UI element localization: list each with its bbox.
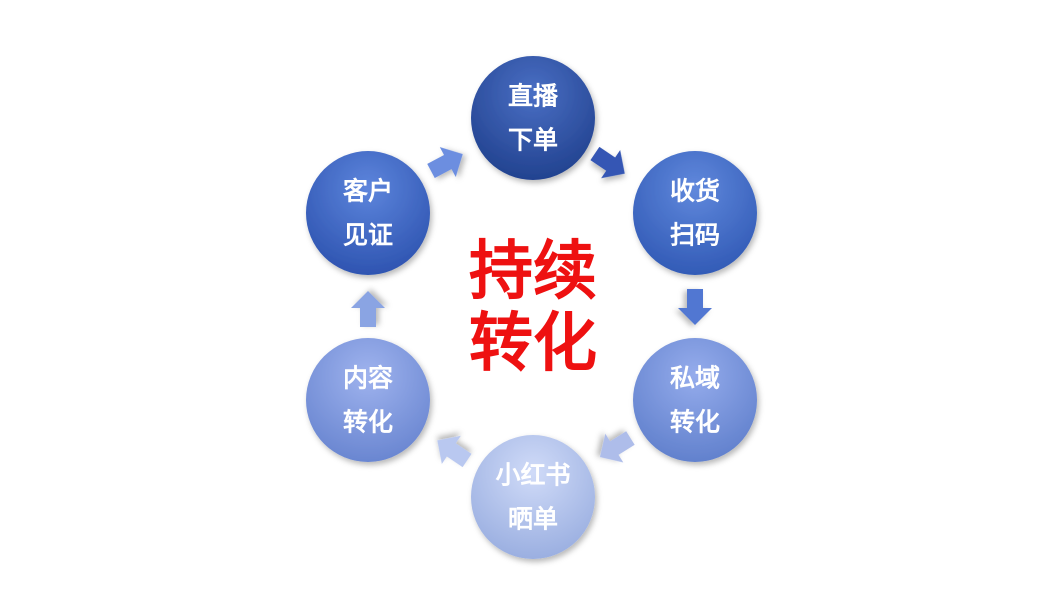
node-label-receive-scan-line-1: 收货 <box>670 177 720 206</box>
node-label-content-line-2: 转化 <box>343 408 393 437</box>
node-circle-xiaohongshu <box>471 435 595 559</box>
node-label-live-order-line-2: 下单 <box>508 126 558 155</box>
node-circle-private-domain <box>633 338 757 462</box>
arrow-content-to-testimonial <box>351 291 385 327</box>
node-label-content-line-1: 内容 <box>343 364 393 393</box>
arrow-receive-to-private <box>678 289 712 325</box>
arrow-xhs-to-content <box>437 435 472 468</box>
node-label-xiaohongshu-line-2: 晒单 <box>508 505 558 534</box>
node-label-receive-scan-line-2: 扫码 <box>670 221 720 250</box>
node-circle-live-order <box>471 56 595 180</box>
center-label-line-2: 转化 <box>469 307 597 381</box>
node-circle-receive-scan <box>633 151 757 275</box>
arrows-layer <box>351 146 712 468</box>
node-label-private-domain-line-1: 私域 <box>670 364 720 393</box>
arrow-private-to-xhs <box>599 431 635 463</box>
center-label: 持续 转化 <box>469 235 597 381</box>
node-label-xiaohongshu-line-1: 小红书 <box>495 461 570 490</box>
node-circle-content <box>306 338 430 462</box>
node-label-private-domain-line-2: 转化 <box>670 408 720 437</box>
node-circle-testimonial <box>306 151 430 275</box>
center-label-line-1: 持续 <box>469 235 597 309</box>
node-label-live-order-line-1: 直播 <box>508 82 559 111</box>
arrow-testimonial-to-live <box>427 147 463 179</box>
node-label-testimonial-line-2: 见证 <box>343 221 393 250</box>
arrow-live-to-receive <box>590 146 625 179</box>
node-label-testimonial-line-1: 客户 <box>343 177 393 206</box>
